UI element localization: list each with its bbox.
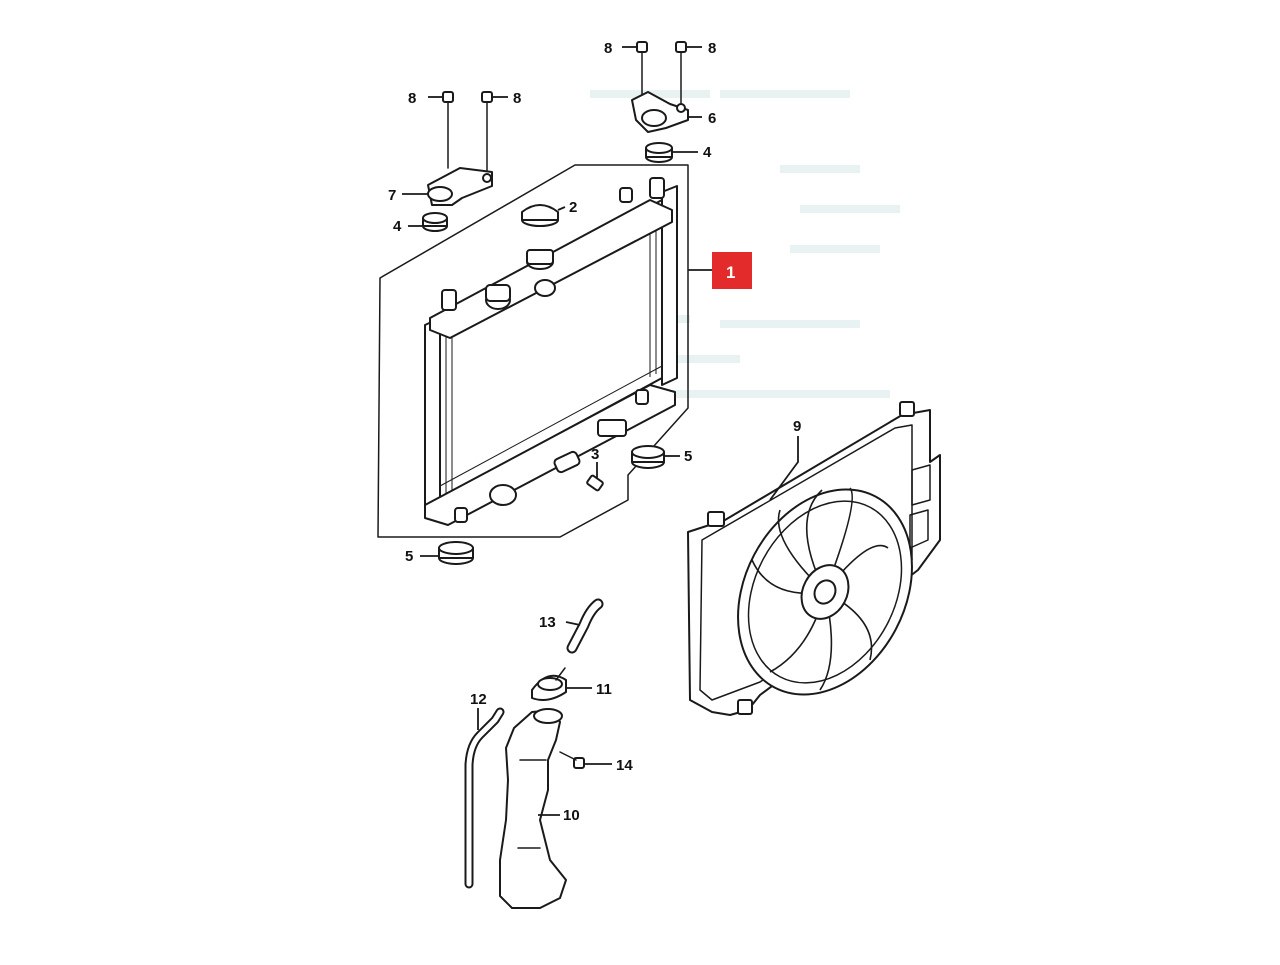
leader-lines xyxy=(402,46,799,816)
callout-14: 14 xyxy=(616,757,633,774)
hose-icon xyxy=(566,598,604,654)
callout-5-lower: 5 xyxy=(405,548,413,565)
callout-8-left-b: 8 xyxy=(513,90,521,107)
radiator-assembly-frame xyxy=(377,164,689,538)
callout-13: 13 xyxy=(539,614,556,631)
callout-1-highlight xyxy=(712,252,752,289)
callout-7: 7 xyxy=(388,187,396,204)
callout-10: 10 xyxy=(563,807,580,824)
callout-5-right: 5 xyxy=(684,448,692,465)
callout-12: 12 xyxy=(470,691,487,708)
rubber-cushion-icon xyxy=(422,142,673,232)
drain-icon xyxy=(586,474,604,492)
callout-8-right-a: 8 xyxy=(604,40,612,57)
radiator-icon xyxy=(424,177,678,526)
callout-6: 6 xyxy=(708,110,716,127)
callout-1: 1 xyxy=(726,263,735,282)
mount-bracket-icon xyxy=(427,167,493,206)
cap-icon xyxy=(521,204,566,227)
cooling-fan-icon xyxy=(687,401,941,716)
reservoir-cap-icon xyxy=(531,667,567,701)
bolt-icon xyxy=(442,41,687,173)
reservoir-tank-icon xyxy=(499,708,567,909)
mount-bracket-icon-2 xyxy=(631,91,689,133)
callout-4-left: 4 xyxy=(393,218,402,235)
hose-icon-2 xyxy=(464,707,505,889)
callout-9: 9 xyxy=(793,418,801,435)
callout-3: 3 xyxy=(591,446,599,463)
callout-11: 11 xyxy=(596,681,612,698)
callout-2: 2 xyxy=(569,199,577,216)
callouts: 8 8 8 8 7 6 4 4 2 1 3 5 5 9 13 11 12 14 … xyxy=(388,40,801,824)
callout-8-right-b: 8 xyxy=(708,40,716,57)
callout-4-right: 4 xyxy=(703,144,712,161)
screw-icon xyxy=(559,751,585,769)
callout-8-left-a: 8 xyxy=(408,90,416,107)
rubber-cushion-icon-lower xyxy=(438,445,665,565)
